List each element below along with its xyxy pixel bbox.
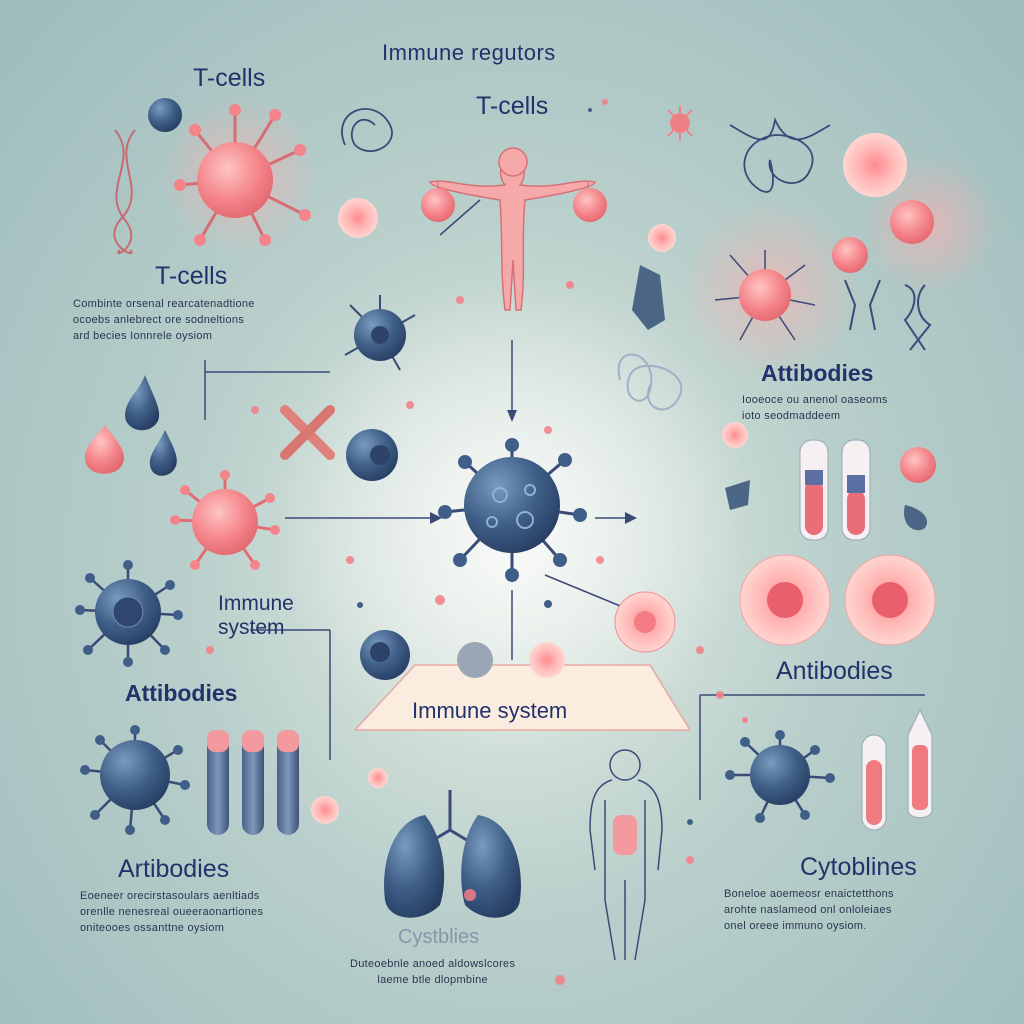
tubes-bottom-right [861,708,933,831]
test-tubes-right [799,439,871,541]
small-virus-top-right [667,106,693,140]
label-attibodies-right: Attibodies [761,360,874,386]
pink-spiky-cell-right [714,250,816,341]
desc-line: Combinte orsenal rearcatenadtione [73,298,255,310]
center-platform [353,642,692,731]
label-immune-system-center: Immune system [412,698,568,723]
desc-line: ard becies Ionnrele oysiom [73,330,213,342]
desc-line: orenlle nenesreal oueeraonartiones [80,906,264,918]
desc-artibodies-bottom-left: Eoeneer orecirstasoulars aenltiads orenl… [80,888,263,936]
pink-virus-left [170,470,280,570]
x-cross-icon [280,405,335,460]
scattered-navy-dots [357,108,693,825]
label-artibodies-bottom-left: Artibodies [118,855,230,883]
desc-line: Eoeneer orecirstasoulars aenltiads [80,890,260,902]
desc-line: arohte naslameod onl onloleiaes [724,904,892,916]
knot-symbol-mid [617,353,683,411]
label-cystblies-bottom-center: Cystblies [398,926,480,948]
label-tcells-top-center: T-cells [476,92,549,120]
pink-cell [843,133,907,197]
label-tcells-top-left: T-cells [193,64,266,92]
desc-line: onel oreee immuno oysiom. [724,920,867,932]
desc-line: ocoebs anlebrect ore sodneltions [73,314,245,326]
dark-leaf-shape [632,265,665,330]
test-tubes-left [207,730,299,835]
tcell-virus-top-left [174,104,311,246]
label-tcells-left: T-cells [155,262,228,290]
desc-line: ioto seodmaddeem [742,410,841,422]
label-attibodies-left: Attibodies [125,680,238,706]
body-outline-icon [589,749,663,961]
desc-line: laeme btle dlopmbine [377,974,488,986]
connector-lines [204,199,925,800]
desc-line: oniteooes ossanttne oysiom [80,922,225,934]
desc-cystblies-bottom-center: Duteoebnle anoed aldowslcores laeme btle… [350,956,515,988]
heart-knot-right [729,117,831,193]
desc-cytoblines-right: Boneloe aoemeosr enaictetthons arohte na… [724,886,894,934]
human-figure-top [421,147,607,311]
desc-line: Iooeoce ou anenol oaseoms [742,394,888,406]
page-title: Immune regutors [382,40,556,65]
central-virus [438,438,587,582]
desc-attibodies-right: Iooeoce ou anenol oaseoms ioto seodmadde… [742,392,888,424]
navy-virus-bottom-right [725,730,835,823]
label-immune-system-left: Immune system [218,592,294,639]
antibody-y-icon [844,279,932,351]
dna-helix [113,129,136,255]
arrowheads [430,410,637,524]
knot-symbol-top [341,108,393,152]
label-antibodies-right: Antibodies [776,657,893,685]
navy-virus-bottom-left [80,725,190,835]
navy-spiky-cell-left [75,560,183,667]
desc-line: Duteoebnle anoed aldowslcores [350,958,516,970]
label-cytoblines-right: Cytoblines [800,853,917,881]
drop-pink [85,425,125,474]
lungs-icon [384,790,521,918]
desc-line: Boneloe aoemeosr enaictetthons [724,888,894,900]
drop-navy [125,375,160,431]
big-pink-cells [739,554,936,646]
desc-tcells-left: Combinte orsenal rearcatenadtione ocoebs… [73,296,255,344]
navy-cell-left [344,295,416,371]
scattered-dots [206,99,748,985]
